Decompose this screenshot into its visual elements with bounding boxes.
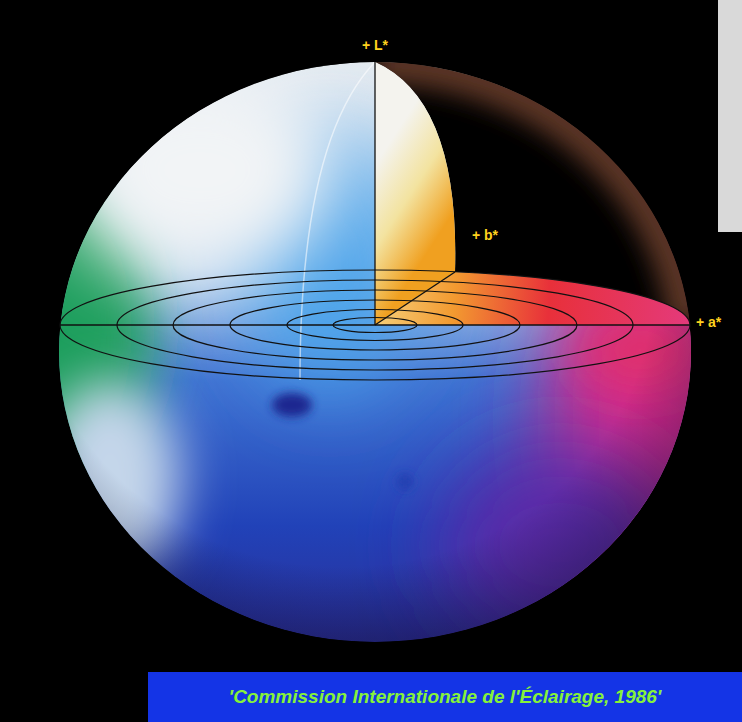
inner-shell-glow xyxy=(375,62,690,325)
axis-name: + a* xyxy=(696,314,721,330)
caption-text: 'Commission Internationale de l'Éclairag… xyxy=(229,686,662,709)
caption-band: 'Commission Internationale de l'Éclairag… xyxy=(148,672,742,722)
axis-lines xyxy=(60,62,690,325)
axis-name: + b* xyxy=(472,227,498,243)
axis-label: + b* xyxy=(472,226,498,244)
axis-label: + L* xyxy=(362,36,388,54)
axis-name: + L* xyxy=(362,37,388,53)
cut-out-region xyxy=(375,62,690,325)
paper-edge xyxy=(718,0,742,232)
axis-label: + a* xyxy=(696,313,721,331)
sphere-body xyxy=(0,60,742,645)
vertical-cut-face xyxy=(375,62,455,325)
